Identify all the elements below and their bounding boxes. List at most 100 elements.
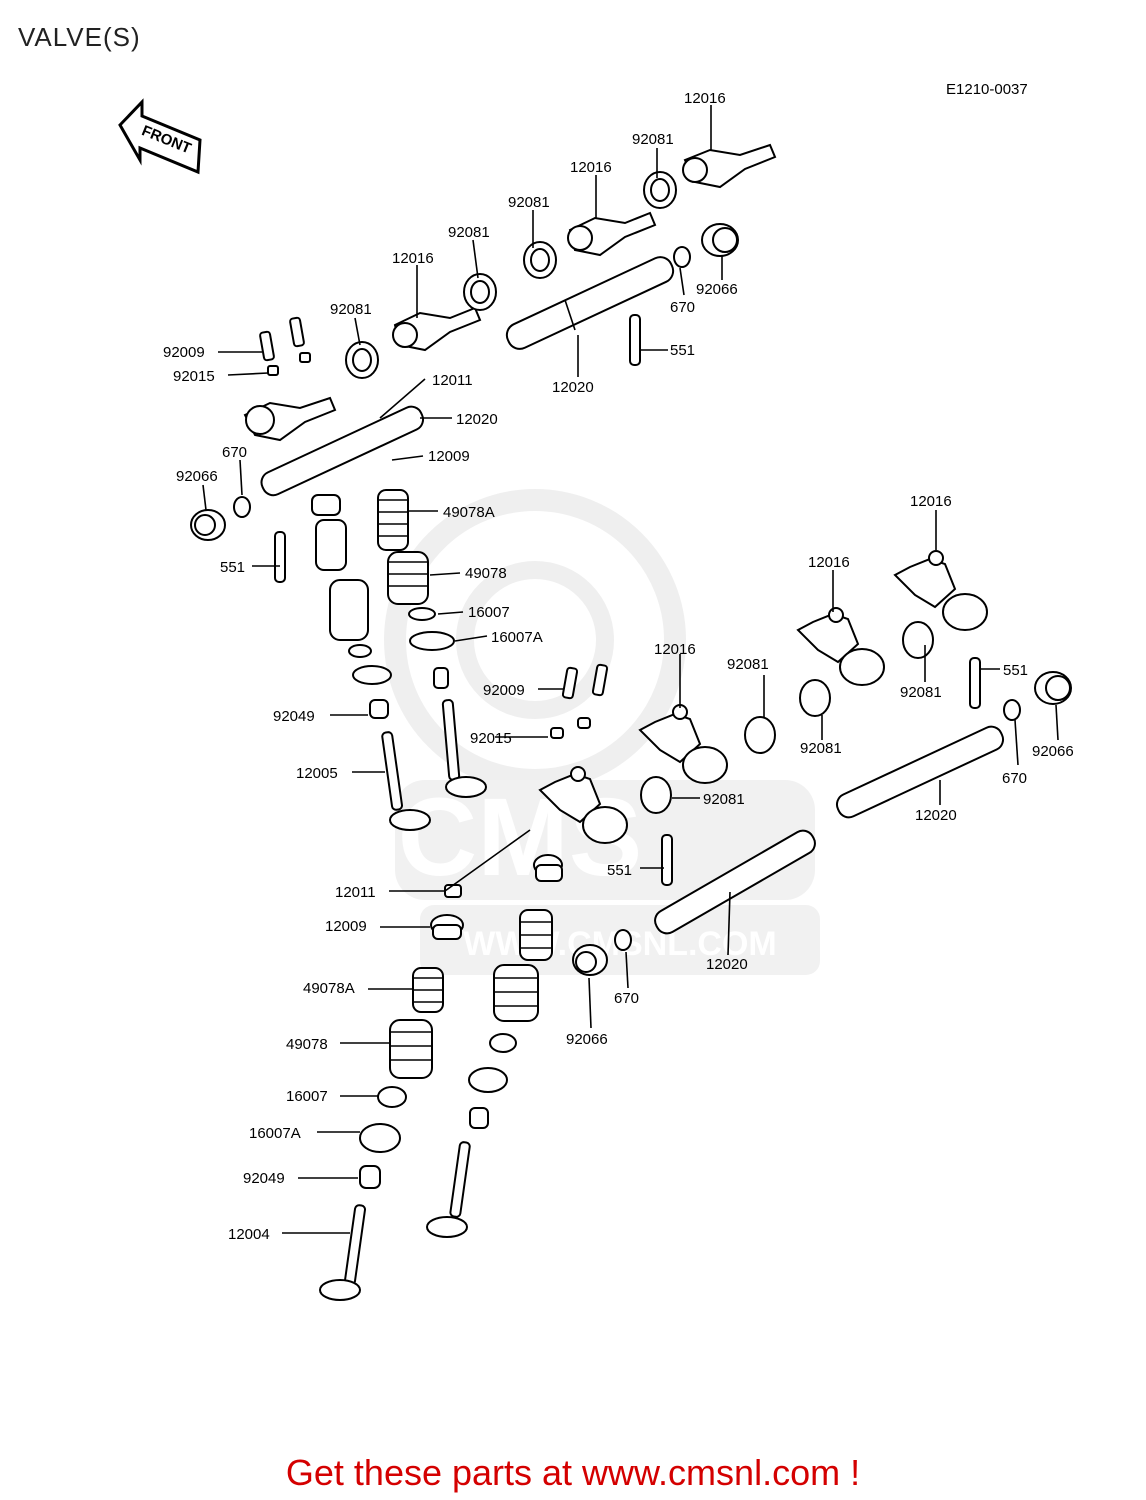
- spring-92081-a: [643, 171, 677, 209]
- spring-right-3: [744, 716, 776, 754]
- label-49078a: 49078A: [303, 980, 355, 997]
- label-92081: 92081: [508, 194, 550, 211]
- o-ring-670-lower: [614, 929, 632, 951]
- footer-link[interactable]: Get these parts at www.cmsnl.com !: [285, 1452, 861, 1493]
- label-670: 670: [614, 990, 639, 1007]
- rocker-shaft-lower: [654, 829, 816, 935]
- label-551: 551: [670, 342, 695, 359]
- spring-seat-left-16007a: [409, 631, 455, 651]
- label-92009: 92009: [483, 682, 525, 699]
- rocker-arm-left: [243, 396, 337, 442]
- valve-12005: [381, 731, 431, 831]
- spring-49078-lower: [389, 1019, 433, 1079]
- label-92015: 92015: [173, 368, 215, 385]
- pin-551-top: [629, 314, 641, 366]
- label-92015: 92015: [470, 730, 512, 747]
- o-ring-670-top: [673, 246, 691, 268]
- spring-seat-left-16007: [408, 607, 436, 621]
- adjust-screws-mid: [550, 663, 609, 739]
- adjust-screws-left: [259, 316, 311, 376]
- spring-right-2: [799, 679, 831, 717]
- valve-spring-left-a: [377, 489, 409, 551]
- label-92066: 92066: [566, 1031, 608, 1048]
- rocker-arm-top-2: [567, 211, 657, 257]
- label-92081: 92081: [448, 224, 490, 241]
- label-12020: 12020: [456, 411, 498, 428]
- rocker-arm-top-3: [392, 306, 482, 352]
- valve-spring-left-b: [387, 551, 429, 605]
- plug-92066-left: [190, 509, 226, 541]
- front-arrow: FRONT: [118, 98, 202, 175]
- retainer-right-lower: [533, 854, 563, 882]
- spring-right-4: [640, 776, 672, 814]
- label-92049: 92049: [273, 708, 315, 725]
- label-12004: 12004: [228, 1226, 270, 1243]
- valve-mid: [433, 667, 487, 798]
- label-49078: 49078: [465, 565, 507, 582]
- pin-551-lower: [661, 834, 673, 886]
- spring-right-lower-a: [519, 909, 553, 961]
- label-12016: 12016: [570, 159, 612, 176]
- label-92009: 92009: [163, 344, 205, 361]
- label-12016: 12016: [684, 90, 726, 107]
- spring-49078a-lower: [412, 967, 444, 1013]
- plug-92066-lower: [572, 944, 608, 976]
- seat-right-lower-a: [489, 1033, 517, 1053]
- seat-16007a-lower: [359, 1123, 401, 1153]
- pin-551-left: [274, 531, 286, 583]
- diagram-code: E1210-0037: [946, 81, 1028, 98]
- spring-right-1: [902, 621, 934, 659]
- label-12009: 12009: [325, 918, 367, 935]
- seat-16007-lower: [377, 1086, 407, 1108]
- retainer-12011-lower: [444, 884, 462, 898]
- label-92081: 92081: [632, 131, 674, 148]
- label-12011: 12011: [335, 884, 376, 901]
- rocker-arm-top-1: [682, 143, 777, 189]
- label-92066: 92066: [696, 281, 738, 298]
- plug-92066-right: [1034, 671, 1072, 705]
- rocker-shaft-right: [835, 725, 1005, 819]
- label-12009: 12009: [428, 448, 470, 465]
- label-12011: 12011: [432, 372, 473, 389]
- label-551: 551: [220, 559, 245, 576]
- page-title: VALVE(S): [18, 22, 141, 52]
- label-16007a: 16007A: [249, 1125, 301, 1142]
- spring-92081-d: [345, 341, 379, 379]
- label-49078a: 49078A: [443, 504, 495, 521]
- spring-column-mid: [311, 494, 392, 719]
- label-92081: 92081: [800, 740, 842, 757]
- label-12020: 12020: [915, 807, 957, 824]
- plug-92066-top: [701, 223, 739, 257]
- label-12016: 12016: [392, 250, 434, 267]
- rocker-shaft-left: [260, 405, 425, 497]
- label-92081: 92081: [727, 656, 769, 673]
- spring-right-lower-b: [493, 964, 539, 1022]
- valve-right-lower: [426, 1141, 471, 1238]
- label-670: 670: [1002, 770, 1027, 787]
- label-12020: 12020: [552, 379, 594, 396]
- seal-92049-lower: [359, 1165, 381, 1189]
- label-12016: 12016: [808, 554, 850, 571]
- label-551: 551: [607, 862, 632, 879]
- valve-12004: [319, 1204, 367, 1301]
- label-16007a: 16007A: [491, 629, 543, 646]
- pin-551-right: [969, 657, 981, 709]
- label-92066: 92066: [1032, 743, 1074, 760]
- o-ring-670-left: [233, 496, 251, 518]
- spring-92081-c: [463, 273, 497, 311]
- seat-right-lower-b: [468, 1067, 508, 1093]
- o-ring-670-right: [1003, 699, 1021, 721]
- label-92081: 92081: [330, 301, 372, 318]
- retainer-12009-lower: [430, 914, 464, 940]
- rocker-arm-right-4: [538, 766, 628, 844]
- seal-right-lower: [469, 1107, 489, 1129]
- label-16007: 16007: [468, 604, 510, 621]
- label-12005: 12005: [296, 765, 338, 782]
- label-92066: 92066: [176, 468, 218, 485]
- label-670: 670: [222, 444, 247, 461]
- label-92049: 92049: [243, 1170, 285, 1187]
- part-labels: 12016 92081 12016 92081 92081 670 92066 …: [163, 90, 1074, 1243]
- label-12016: 12016: [654, 641, 696, 658]
- label-12016: 12016: [910, 493, 952, 510]
